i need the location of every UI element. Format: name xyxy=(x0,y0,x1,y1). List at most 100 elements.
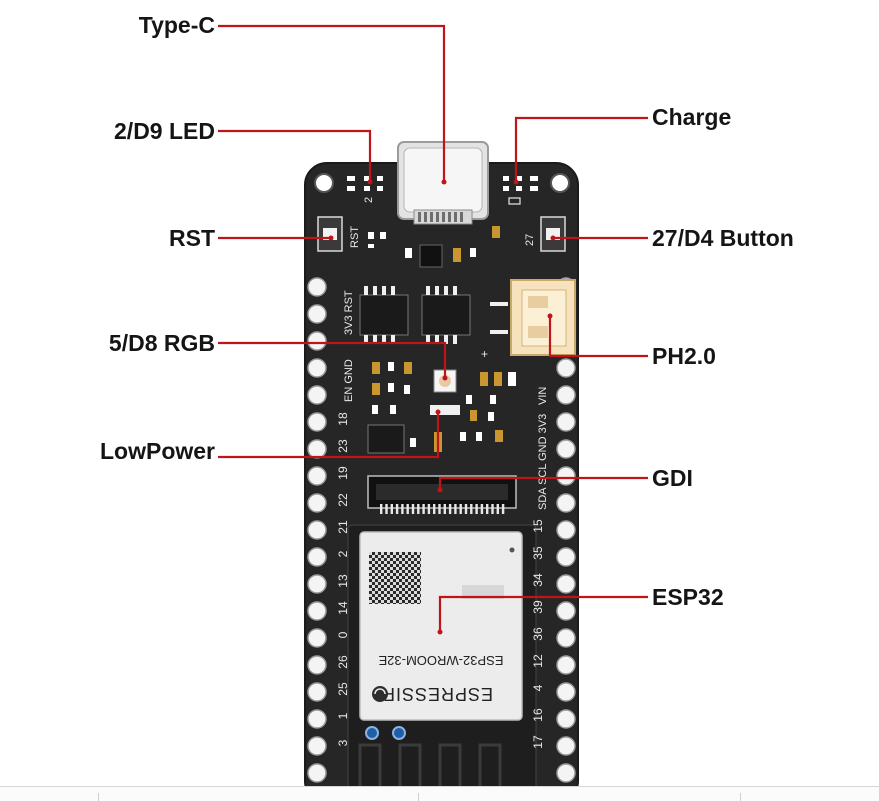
fpc-contact xyxy=(433,504,436,514)
header-pin xyxy=(307,493,327,513)
fpc-contact xyxy=(417,504,420,514)
header-pin xyxy=(307,574,327,594)
header-pin xyxy=(307,277,327,297)
leader-esp32 xyxy=(438,595,648,632)
fpc-contact xyxy=(406,504,409,514)
fpc-contact xyxy=(454,504,457,514)
strip-separator xyxy=(740,793,741,801)
label-led: 2/D9 LED xyxy=(114,118,215,144)
fpc-contact xyxy=(395,504,399,514)
header-pin xyxy=(556,358,576,378)
label-rst: RST xyxy=(169,225,215,251)
header-pin xyxy=(307,358,327,378)
header-pin xyxy=(307,385,327,405)
silk-user-button: 27 xyxy=(524,234,536,246)
header-pin xyxy=(556,385,576,405)
header-pin xyxy=(556,574,576,594)
pin-label: 35 xyxy=(531,546,545,560)
header-pin xyxy=(307,439,327,459)
fpc-contact xyxy=(422,504,425,514)
mounting-hole-left xyxy=(314,173,334,193)
silk-vcc-rst: 3V3 RST xyxy=(343,290,355,335)
pin-label: 4 xyxy=(531,684,545,691)
pin-label: 17 xyxy=(531,735,545,749)
header-pin xyxy=(556,520,576,540)
label-gdi: GDI xyxy=(652,465,693,491)
smd-cap-3 xyxy=(470,248,476,257)
label-type-c: Type-C xyxy=(138,12,215,38)
header-pin xyxy=(307,655,327,675)
pin-label: 2 xyxy=(336,550,350,557)
header-pin xyxy=(556,709,576,729)
fpc-contact xyxy=(411,504,415,514)
header-pin xyxy=(556,493,576,513)
header-pin xyxy=(556,763,576,783)
header-pin xyxy=(307,682,327,702)
mounting-hole-right xyxy=(550,173,570,193)
pin-label: 23 xyxy=(336,439,350,453)
strip-separator xyxy=(98,793,99,801)
leader-lowpower xyxy=(218,412,440,459)
header-pin xyxy=(556,466,576,486)
pin-label: 14 xyxy=(336,601,350,615)
header-pin xyxy=(556,601,576,621)
pin-label: 39 xyxy=(531,600,545,614)
pin-label: 25 xyxy=(336,682,350,696)
pin-label: 12 xyxy=(531,654,545,668)
fpc-contact xyxy=(475,504,478,514)
header-pin xyxy=(307,736,327,756)
header-pin xyxy=(556,655,576,675)
rst-button xyxy=(317,216,343,252)
bottom-strip xyxy=(0,786,879,801)
regulator-chip xyxy=(419,244,443,268)
header-pin xyxy=(556,412,576,432)
label-lowpower: LowPower xyxy=(99,438,215,464)
pin-label: 13 xyxy=(336,574,350,588)
pin-label: 36 xyxy=(531,627,545,641)
label-rgb: 5/D8 RGB xyxy=(108,330,215,356)
leader-gdi xyxy=(438,476,648,490)
header-pin xyxy=(307,709,327,729)
fpc-contact xyxy=(448,504,452,514)
fpc-contact xyxy=(486,504,489,514)
fpc-contact xyxy=(390,504,393,514)
silk-plus: + xyxy=(481,347,488,361)
fpc-contact xyxy=(480,504,484,514)
leader-rgb xyxy=(218,341,447,378)
pin-label: 21 xyxy=(336,520,350,534)
pin-label: 18 xyxy=(336,412,350,426)
header-pin xyxy=(307,412,327,432)
top-smd-pads xyxy=(347,176,538,191)
header-pin xyxy=(307,601,327,621)
ph2-connector xyxy=(490,279,576,356)
label-charge: Charge xyxy=(652,104,732,130)
leader-led xyxy=(218,129,372,182)
header-pin xyxy=(307,304,327,324)
strip-separator xyxy=(418,793,419,801)
header-pin xyxy=(307,763,327,783)
rst-smd xyxy=(368,232,386,248)
pin-label: 16 xyxy=(531,708,545,722)
silk-en-gnd: EN GND xyxy=(343,359,355,402)
pin-label: 34 xyxy=(531,573,545,587)
smd-cap-4 xyxy=(492,226,500,238)
leader-lines xyxy=(218,24,648,632)
header-pin xyxy=(556,628,576,648)
header-pin xyxy=(307,466,327,486)
user-button xyxy=(540,216,566,252)
label-esp32: ESP32 xyxy=(652,584,724,610)
ic-right xyxy=(421,286,471,344)
leader-dots xyxy=(328,179,556,635)
left-header-pins xyxy=(307,277,327,783)
fpc-contact xyxy=(443,504,446,514)
charge-led-symbol xyxy=(508,197,521,205)
fpc-contact xyxy=(501,504,505,514)
gdi-fpc-connector xyxy=(367,475,517,514)
pin-label: 1 xyxy=(336,712,350,719)
fpc-contact xyxy=(496,504,499,514)
label-ph20: PH2.0 xyxy=(652,343,716,369)
header-pin xyxy=(307,547,327,567)
rgb-led xyxy=(433,369,457,393)
